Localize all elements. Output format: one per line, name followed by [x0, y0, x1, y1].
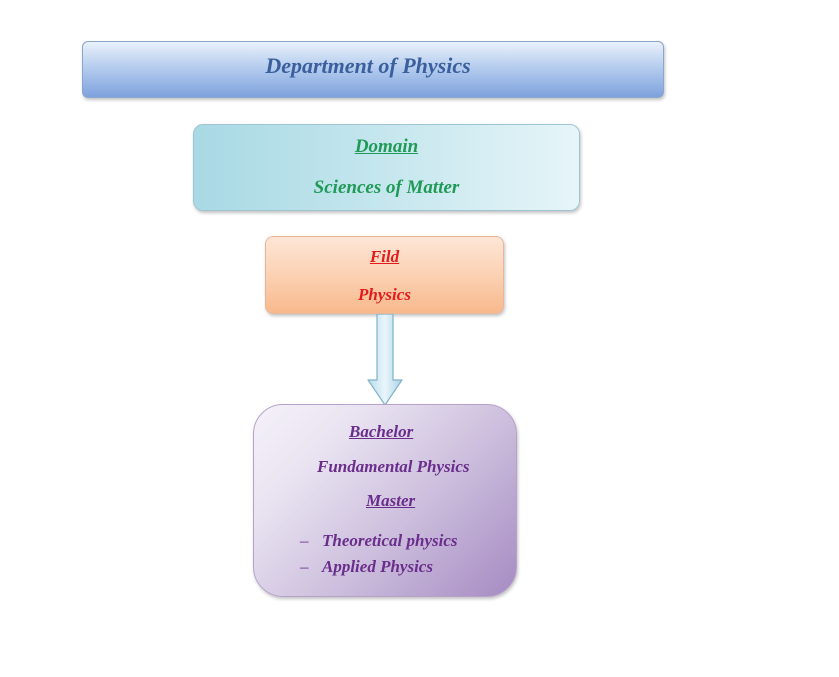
- master-program-label: Applied Physics: [322, 557, 433, 576]
- domain-box: Domain Sciences of Matter: [193, 124, 580, 211]
- master-heading: Master: [366, 491, 416, 510]
- master-program-item: –Applied Physics: [300, 557, 433, 577]
- master-program-label: Theoretical physics: [322, 531, 458, 550]
- bullet-dash: –: [300, 557, 309, 576]
- bachelor-program: Fundamental Physics: [317, 457, 470, 476]
- down-arrow-icon: [367, 314, 403, 406]
- department-box: Department of Physics: [82, 41, 664, 98]
- bullet-dash: –: [300, 531, 309, 550]
- field-name: Physics: [358, 285, 411, 304]
- bachelor-heading: Bachelor: [349, 422, 414, 441]
- domain-name: Sciences of Matter: [313, 177, 460, 198]
- degrees-box: Bachelor Fundamental Physics Master –The…: [253, 404, 517, 597]
- field-box: Fild Physics: [265, 236, 504, 314]
- field-heading: Fild: [369, 247, 400, 266]
- domain-heading: Domain: [354, 136, 419, 157]
- department-title: Department of Physics: [265, 53, 471, 78]
- master-program-item: –Theoretical physics: [300, 531, 458, 551]
